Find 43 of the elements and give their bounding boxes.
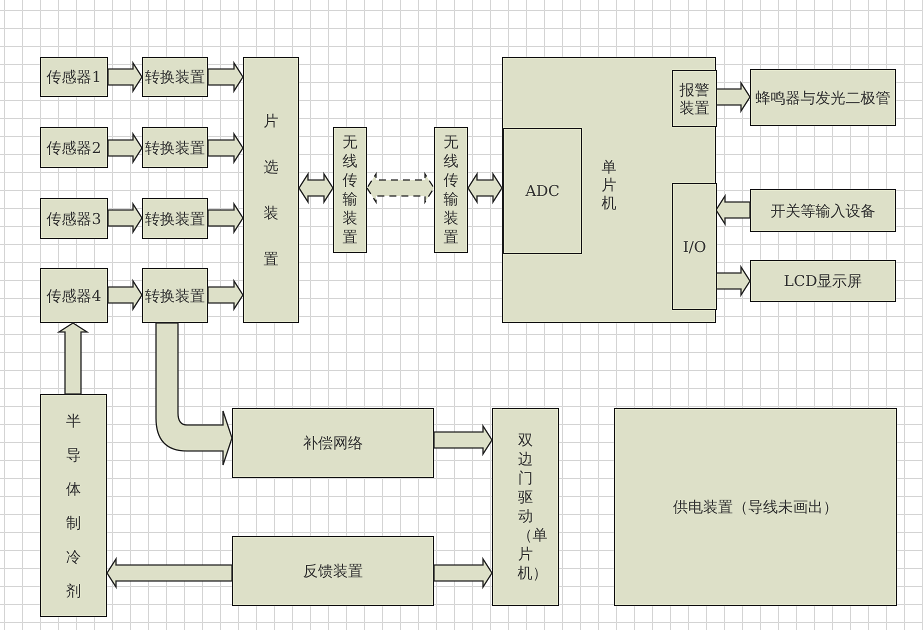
block-arrow: [715, 264, 751, 298]
driver-box: 双边门驱动（单片机）: [492, 408, 559, 606]
sensor-box: 传感器1: [40, 57, 108, 97]
power-box: 供电装置（导线未画出）: [614, 408, 897, 606]
block-arrow: [433, 556, 493, 590]
feedback-box: 反馈装置: [232, 536, 434, 606]
converter-box: 转换装置: [142, 198, 208, 239]
block-arrow: [56, 322, 90, 395]
block-arrow: [106, 556, 233, 590]
chip-select-box: 片选装置: [243, 57, 299, 323]
sensor-box: 传感器2: [40, 127, 108, 168]
sensor-box: 传感器3: [40, 198, 108, 239]
microcontroller-box: [502, 57, 716, 323]
sensor-box: 传感器4: [40, 268, 108, 323]
alarm-box: 报警装置: [672, 70, 717, 127]
box-heading: 单片机: [601, 158, 617, 212]
cooler-box: 半导体制冷剂: [40, 394, 107, 617]
wireless-box: 无线传输装置: [333, 127, 367, 253]
block-arrow: [207, 202, 244, 234]
block-arrow: [107, 278, 143, 312]
block-arrow: [107, 132, 143, 164]
lcd-box: LCD显示屏: [750, 260, 896, 302]
block-arrow: [207, 60, 244, 94]
block-arrow: [298, 172, 334, 204]
converter-box: 转换装置: [142, 268, 208, 323]
block-arrow: [107, 60, 143, 94]
block-arrow: [366, 172, 435, 204]
block-arrow: [155, 322, 233, 466]
wireless-box: 无线传输装置: [434, 127, 468, 253]
converter-box: 转换装置: [142, 57, 208, 97]
block-arrow: [433, 424, 493, 456]
block-arrow: [107, 202, 143, 234]
converter-box: 转换装置: [142, 127, 208, 168]
block-arrow: [715, 80, 751, 114]
input-device-box: 开关等输入设备: [750, 189, 896, 232]
block-arrow: [467, 172, 503, 204]
block-arrow: [207, 132, 244, 164]
buzzer-led-box: 蜂鸣器与发光二极管: [750, 69, 896, 126]
io-box: I/O: [672, 183, 717, 310]
block-arrow: [715, 194, 751, 226]
block-arrow: [207, 278, 244, 312]
adc-box: ADC: [503, 128, 582, 254]
compensation-box: 补偿网络: [232, 408, 434, 478]
